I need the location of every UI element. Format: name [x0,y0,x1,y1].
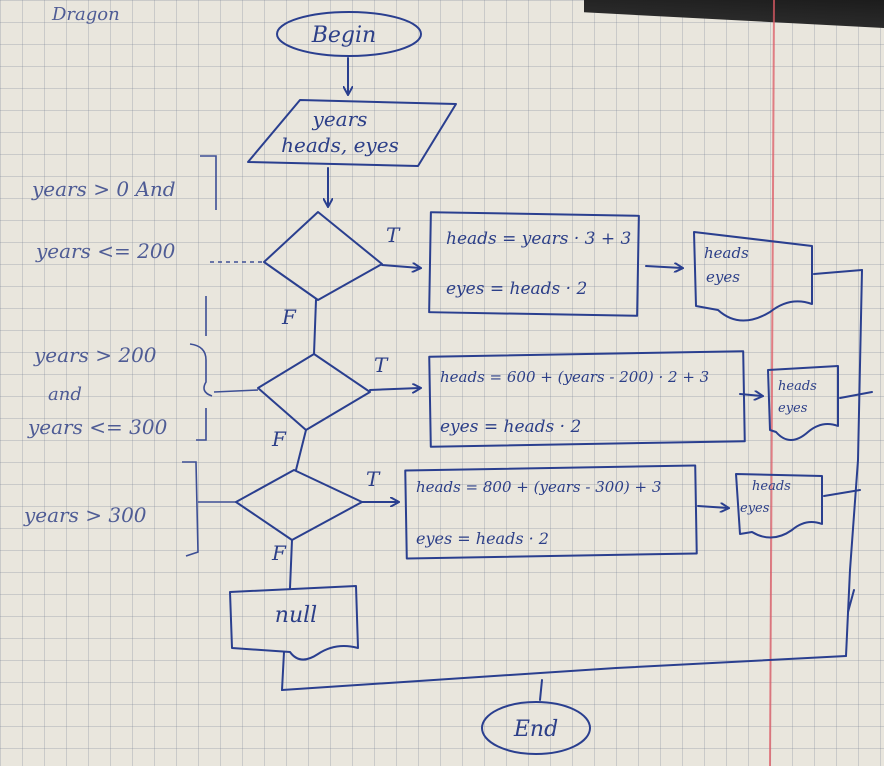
line-output3-to-merge [823,489,861,497]
output2-line1: heads [778,379,817,394]
decision3-diamond [235,469,363,541]
line-output2-to-merge [839,391,873,399]
output3-line1: heads [752,479,791,494]
output1-document: heads eyes [693,231,813,322]
condition3-bracket [182,461,199,557]
line-decision1-to-decision2 [313,299,317,355]
process2-box: heads = 600 + (years - 200) · 2 + 3 eyes… [428,350,746,448]
process3-box: heads = 800 + (years - 300) + 3 eyes = h… [404,464,698,560]
arrow-decision2-to-process2 [369,388,420,390]
input-box: years heads, eyes [247,99,457,167]
output3-line2: eyes [740,501,770,516]
output2-line2: eyes [778,401,808,416]
process1-eyes: eyes = heads · 2 [446,279,587,299]
line-to-end [539,679,543,701]
input-line1: years [312,107,368,131]
decision2-true-label: T [374,353,389,377]
decision2-diamond [257,353,371,431]
process3-heads: heads = 800 + (years - 300) + 3 [416,478,661,496]
decision3-true-label: T [366,467,381,491]
condition3-line1: years > 300 [23,503,147,527]
process1-box: heads = years · 3 + 3 eyes = heads · 2 [428,211,640,317]
end-label: End [513,717,558,742]
arrow-process2-to-output2 [739,394,762,396]
condition2-line2: and [48,384,82,405]
decision1-diamond [263,211,383,301]
merge-arrow-tick [847,589,855,613]
condition1-bracket [200,155,217,210]
condition1-line2: years <= 200 [35,239,176,263]
output1-line2: eyes [706,268,740,286]
condition2-line3: years <= 300 [27,415,168,439]
decision1-false-label: F [281,305,297,329]
process1-heads: heads = years · 3 + 3 [446,229,631,249]
begin-label: Begin [311,23,376,48]
header-note: Dragon [51,4,120,25]
begin-terminator: Begin [276,11,422,57]
merge-line-bottom [281,655,847,691]
output1-line1: heads [704,244,749,262]
condition2-line1: years > 200 [33,343,157,367]
line-decision2-to-decision3 [295,429,307,471]
output4-document: null [229,585,359,661]
arrow-process1-to-output1 [645,266,682,268]
output2-document: heads eyes [767,365,839,441]
process2-eyes: eyes = heads · 2 [440,417,581,437]
condition2-bracket-bottom [196,408,207,441]
decision3-false-label: F [271,541,287,565]
line-output1-to-merge [813,269,863,275]
decision1-true-label: T [386,223,401,247]
arrow-process3-to-output3 [697,506,728,508]
decision2-false-label: F [271,427,287,451]
merge-line-right [845,269,863,657]
end-terminator: End [481,701,591,755]
input-line2: heads, eyes [281,133,399,157]
condition2-connector [213,389,259,393]
process2-heads: heads = 600 + (years - 200) · 2 + 3 [440,368,709,386]
arrow-decision1-to-process1 [381,265,420,268]
condition2-bracket-top [189,343,213,397]
output3-document: heads eyes [735,473,823,539]
condition1-line1: years > 0 And [31,177,176,201]
line-decision3-to-null [289,539,293,589]
line-null-to-merge [281,651,285,691]
process3-eyes: eyes = heads · 2 [416,529,549,548]
output4-line1: null [275,603,317,628]
